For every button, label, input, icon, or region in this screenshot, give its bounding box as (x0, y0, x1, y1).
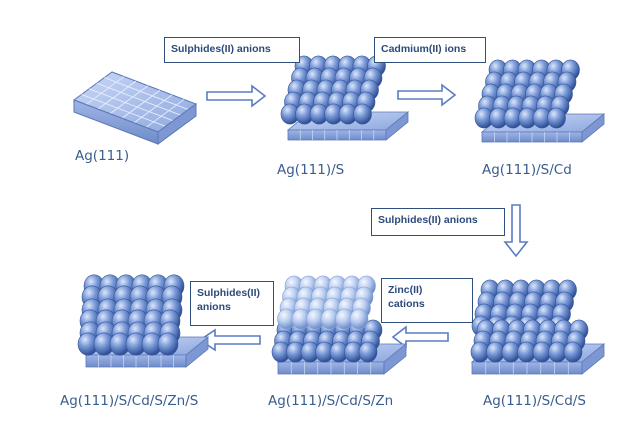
stage-label-ag111: Ag(111) (75, 148, 130, 164)
arrow-right-2 (397, 83, 457, 107)
stage-label-ag111-s-cd-s: Ag(111)/S/Cd/S (483, 393, 586, 409)
step-text: Sulphides(II) anions (378, 214, 478, 226)
stage-structure-ag111-s-cd (474, 59, 606, 143)
step-text-line2: anions (197, 301, 231, 313)
stage-label-ag111-s-cd-s-zn: Ag(111)/S/Cd/S/Zn (268, 393, 394, 409)
step-box-sulphides-2: Sulphides(II) anions (371, 208, 505, 236)
stage-structure-ag111-s-cd-s-zn (271, 275, 408, 375)
stage-structure-ag111-s-cd-s (470, 279, 606, 375)
step-text-line1: Zinc(II) (388, 284, 423, 296)
step-text-line1: Sulphides(II) (197, 287, 260, 299)
stage-label-ag111-s-cd: Ag(111)/S/Cd (482, 162, 572, 178)
stage-label-ag111-s-cd-s-zn-s: Ag(111)/S/Cd/S/Zn/S (60, 393, 199, 409)
step-box-cadmium: Cadmium(II) ions (374, 37, 486, 63)
arrow-left-2 (198, 328, 261, 352)
stage-structure-ag111 (72, 71, 198, 145)
arrow-left-1 (391, 325, 449, 349)
stage-structure-ag111-s (280, 55, 410, 141)
step-text-line2: cations (388, 298, 425, 310)
step-box-sulphides-3: Sulphides(II) anions (190, 281, 274, 326)
step-text: Sulphides(II) anions (171, 43, 271, 55)
step-text: Cadmium(II) ions (381, 43, 467, 55)
step-box-sulphides-1: Sulphides(II) anions (164, 37, 300, 63)
stage-structure-ag111-s-cd-s-zn-s (77, 274, 210, 368)
stage-label-ag111-s: Ag(111)/S (277, 162, 345, 178)
arrow-right-1 (206, 84, 267, 108)
arrow-down (503, 204, 529, 258)
step-box-zinc: Zinc(II) cations (381, 278, 473, 323)
